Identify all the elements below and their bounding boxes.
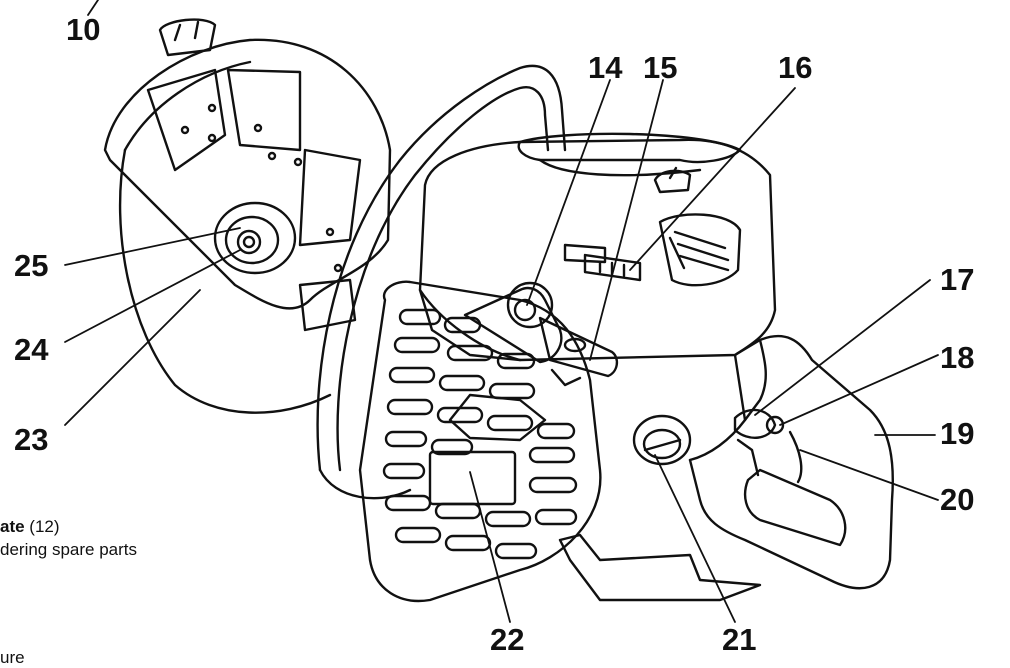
callout-14: 14 bbox=[588, 50, 623, 85]
callout-19: 19 bbox=[940, 416, 975, 451]
leader-lines bbox=[64, 0, 939, 623]
callout-21: 21 bbox=[722, 622, 757, 657]
blade-guard bbox=[103, 18, 392, 332]
callout-24: 24 bbox=[14, 332, 49, 367]
leader-line-25 bbox=[64, 227, 241, 266]
choke-knob bbox=[632, 414, 692, 466]
leader-line-22 bbox=[469, 471, 511, 623]
leader-line-20 bbox=[799, 449, 939, 501]
callout-10: 10 bbox=[66, 12, 101, 47]
leader-line-14 bbox=[526, 79, 611, 306]
callout-18: 18 bbox=[940, 340, 975, 375]
callout-15: 15 bbox=[643, 50, 678, 85]
leader-line-16 bbox=[629, 87, 796, 271]
leader-line-17 bbox=[754, 279, 931, 416]
front-handle bbox=[316, 64, 567, 500]
callout-16: 16 bbox=[778, 50, 813, 85]
callout-17: 17 bbox=[940, 262, 975, 297]
leader-line-18 bbox=[779, 354, 939, 426]
callout-25: 25 bbox=[14, 248, 49, 283]
callout-22: 22 bbox=[490, 622, 525, 657]
starter-handle bbox=[463, 281, 619, 387]
left-text-line-1: ate (12) bbox=[0, 517, 60, 537]
leader-line-24 bbox=[64, 249, 241, 343]
leader-line-21 bbox=[654, 454, 736, 623]
left-text-rest: (12) bbox=[24, 517, 60, 536]
callout-20: 20 bbox=[940, 482, 975, 517]
engine-housing bbox=[418, 132, 777, 462]
throttle-trigger bbox=[733, 408, 803, 484]
leader-line-10 bbox=[87, 0, 99, 16]
blade-hub bbox=[213, 201, 297, 275]
cutting-blade bbox=[118, 60, 332, 414]
leader-line-23 bbox=[64, 289, 201, 426]
rear-handle bbox=[688, 334, 894, 590]
base-frame bbox=[558, 533, 762, 602]
left-text-bold: ate bbox=[0, 517, 25, 536]
left-text-line-3: ure bbox=[0, 648, 25, 667]
callout-23: 23 bbox=[14, 422, 49, 457]
leader-line-15 bbox=[589, 79, 664, 361]
left-text-line-2: dering spare parts bbox=[0, 540, 138, 559]
